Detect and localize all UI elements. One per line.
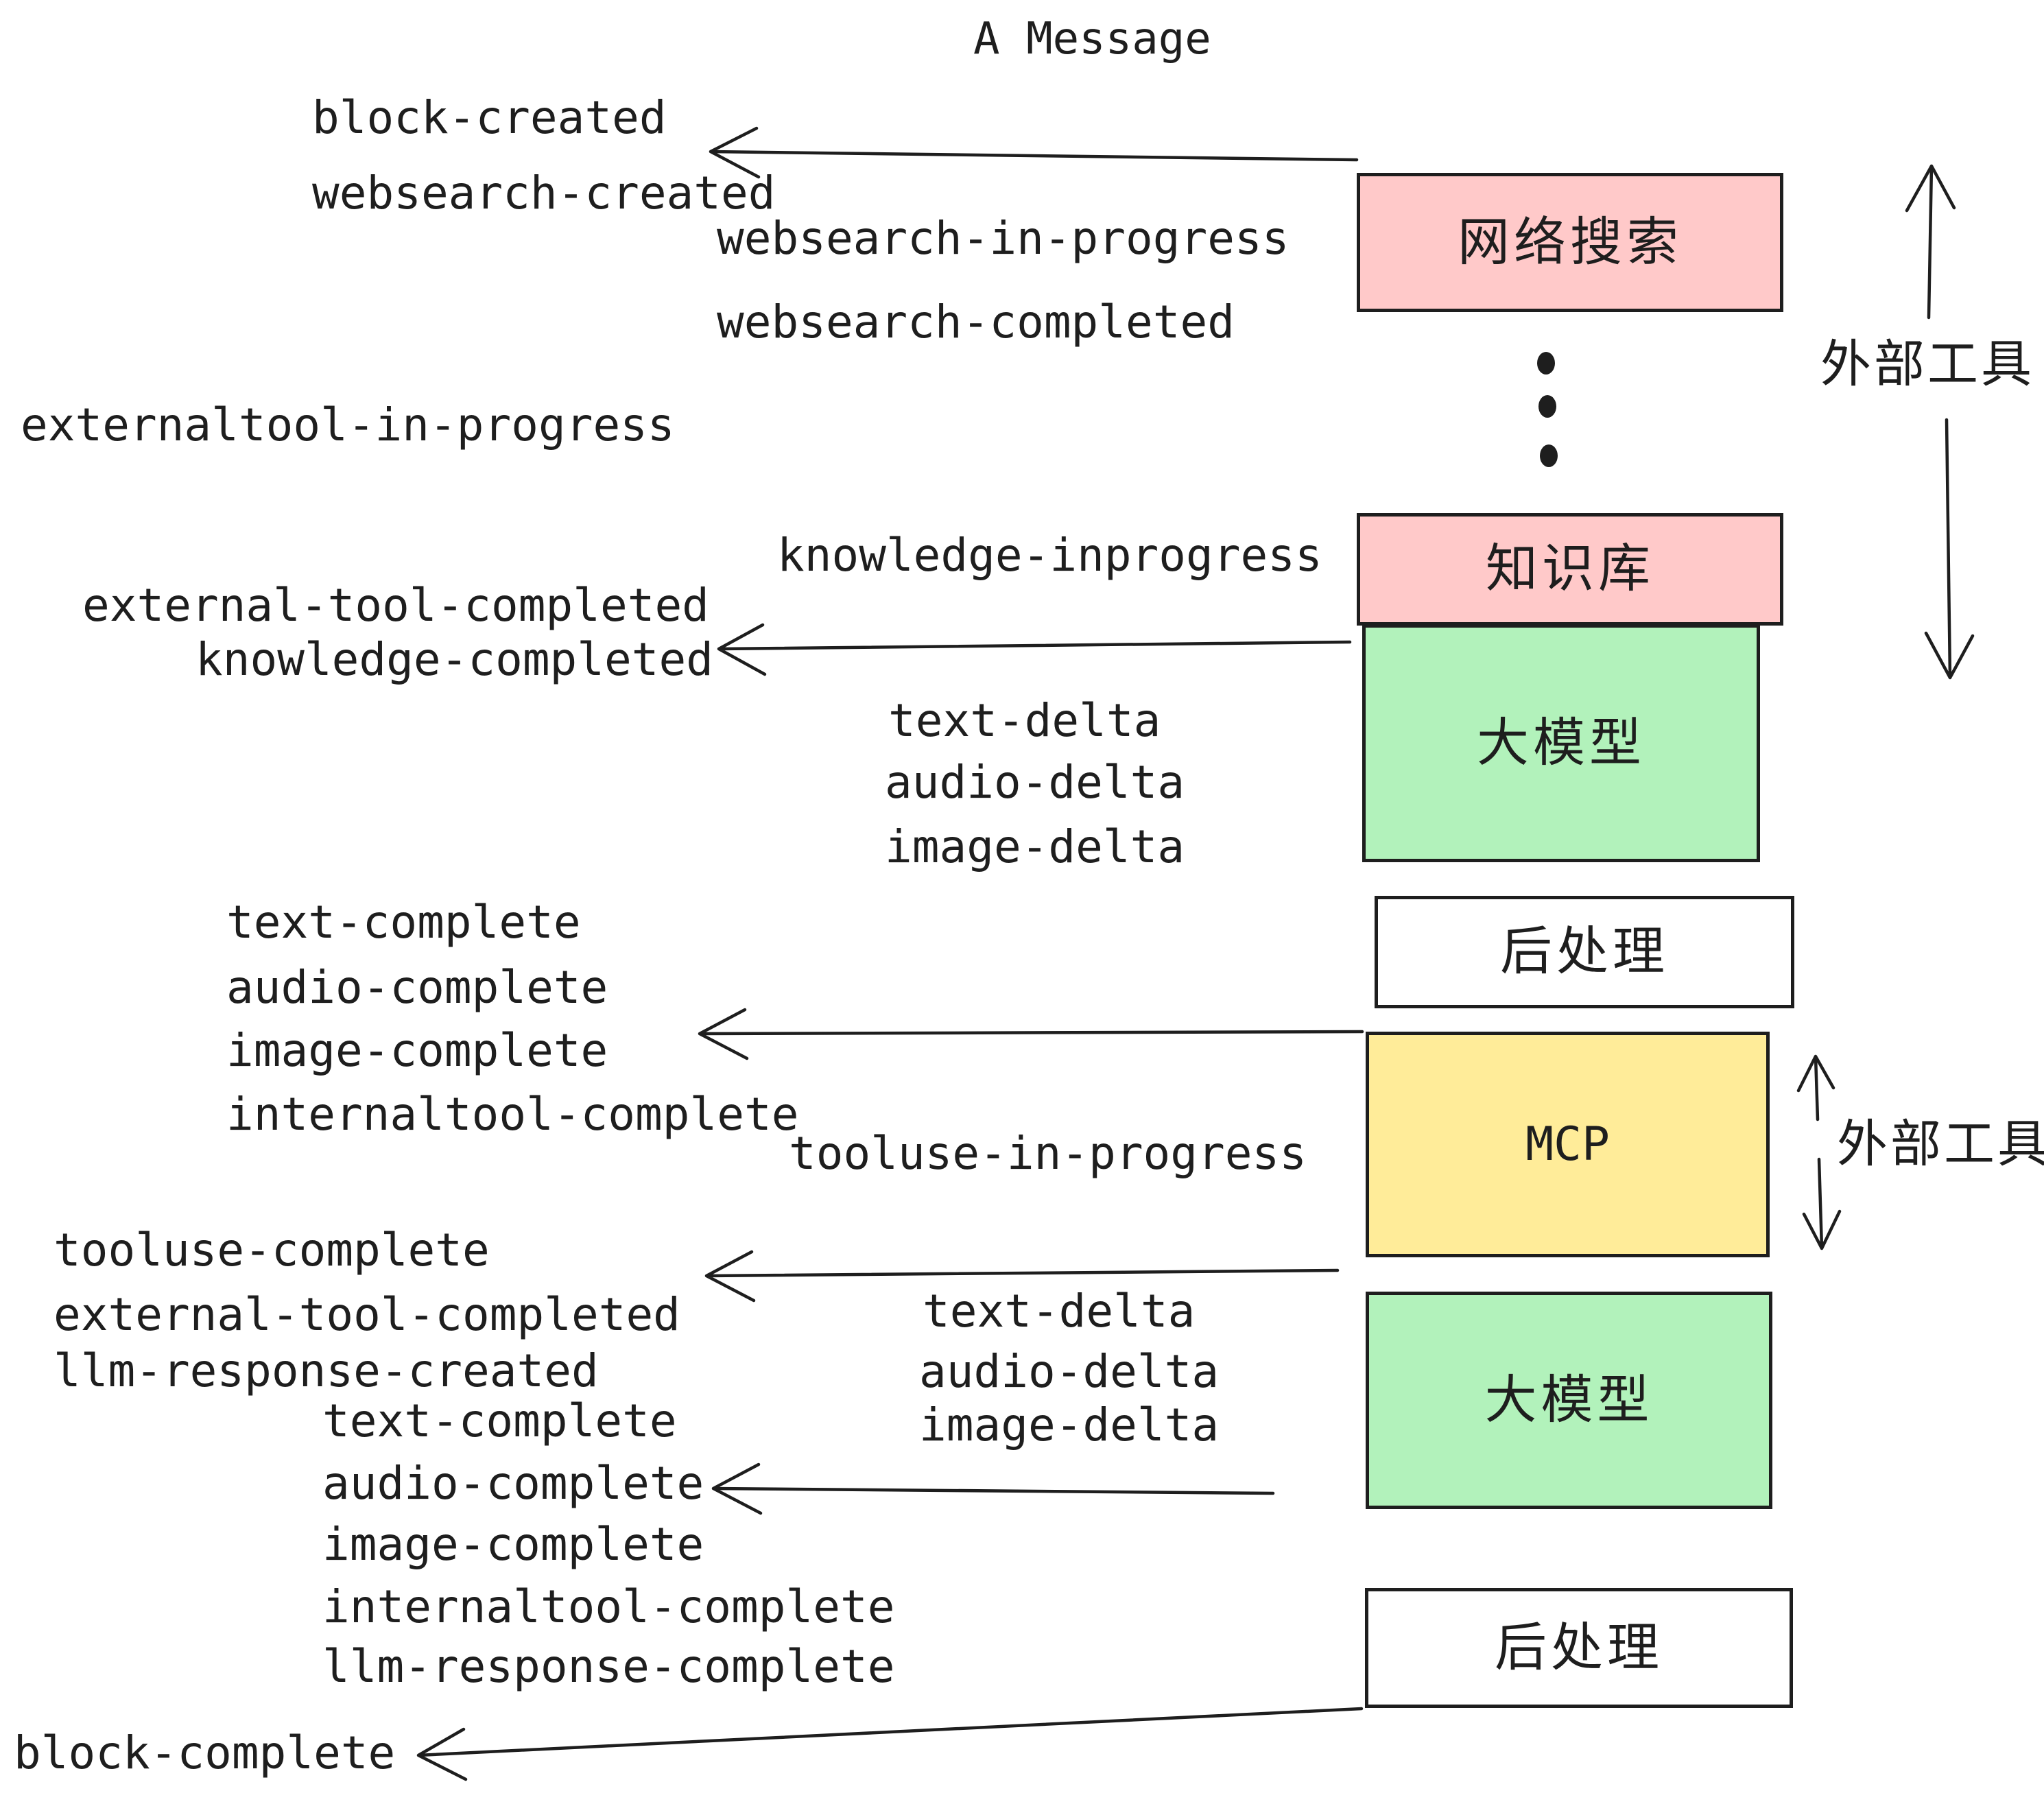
event-label-knowledge-completed: knowledge-completed xyxy=(195,633,713,686)
box-llm-2: 大模型 xyxy=(1366,1292,1772,1509)
box-llm-2-label: 大模型 xyxy=(1484,1370,1654,1429)
box-websearch: 网络搜索 xyxy=(1357,173,1783,312)
event-label-internaltool-complete-2: internaltool-complete xyxy=(322,1580,895,1633)
box-mcp-label: MCP xyxy=(1525,1117,1610,1172)
box-mcp: MCP xyxy=(1366,1032,1770,1257)
box-websearch-label: 网络搜索 xyxy=(1458,213,1683,272)
event-label-image-complete-2: image-complete xyxy=(322,1518,704,1571)
event-label-text-complete-2: text-complete xyxy=(322,1394,677,1447)
event-label-externaltool-in-progress: externaltool-in-progress xyxy=(21,399,675,451)
ellipsis-dot-icon xyxy=(1540,444,1558,467)
box-postprocess-1: 后处理 xyxy=(1375,896,1794,1008)
event-label-audio-complete-2: audio-complete xyxy=(322,1457,704,1510)
event-label-block-complete: block-complete xyxy=(14,1726,396,1779)
event-label-audio-delta-2: audio-delta xyxy=(919,1345,1220,1398)
external-tools-1-arrow-down xyxy=(1924,418,1975,680)
event-label-text-delta-2: text-delta xyxy=(923,1285,1196,1338)
event-label-text-delta-1: text-delta xyxy=(888,694,1161,747)
event-label-audio-delta-1: audio-delta xyxy=(885,756,1185,809)
box-knowledge: 知识库 xyxy=(1357,513,1783,626)
event-label-websearch-created: websearch-created xyxy=(312,167,776,219)
event-label-websearch-completed: websearch-completed xyxy=(717,296,1235,348)
page-title: A Message xyxy=(973,14,1211,64)
external-tools-1-arrow-up xyxy=(1905,164,1956,320)
event-label-image-delta-1: image-delta xyxy=(885,820,1185,873)
box-postprocess-1-label: 后处理 xyxy=(1500,923,1669,981)
event-label-external-tool-completed-1: external-tool-completed xyxy=(82,579,709,632)
ellipsis-dot-icon xyxy=(1538,395,1556,418)
event-label-block-created: block-created xyxy=(312,91,667,144)
event-label-external-tool-completed-2: external-tool-completed xyxy=(54,1288,680,1341)
event-label-image-delta-2: image-delta xyxy=(919,1399,1220,1451)
external-tools-2-arrow-down xyxy=(1802,1157,1842,1250)
annotation-external-tools-1: 外部工具 xyxy=(1820,335,2034,392)
arrow-websearch-to-block-created xyxy=(709,126,1359,179)
arrow-llm2-to-tooluse-complete xyxy=(704,1250,1340,1303)
annotation-external-tools-2: 外部工具 xyxy=(1837,1115,2044,1172)
box-postprocess-2-label: 后处理 xyxy=(1495,1618,1663,1677)
event-label-audio-complete-1: audio-complete xyxy=(226,961,608,1014)
external-tools-2-arrow-up xyxy=(1796,1054,1835,1121)
event-label-internaltool-complete-1: internaltool-complete xyxy=(226,1088,799,1141)
event-label-text-complete-1: text-complete xyxy=(226,896,581,949)
box-postprocess-2: 后处理 xyxy=(1365,1588,1793,1708)
event-label-image-complete-1: image-complete xyxy=(226,1024,608,1077)
event-label-llm-response-complete: llm-response-complete xyxy=(322,1640,895,1693)
event-label-knowledge-inprogress: knowledge-inprogress xyxy=(777,529,1322,582)
box-knowledge-label: 知识库 xyxy=(1486,540,1654,598)
ellipsis-dot-icon xyxy=(1537,352,1555,375)
event-label-tooluse-in-progress: tooluse-in-progress xyxy=(789,1127,1307,1180)
box-llm-1-label: 大模型 xyxy=(1477,713,1645,772)
event-label-websearch-in-progress: websearch-in-progress xyxy=(717,212,1290,265)
arrow-llm1-to-knowledge-completed xyxy=(717,623,1352,676)
arrow-mcp-to-image-complete xyxy=(698,1008,1364,1060)
event-label-tooluse-complete: tooluse-complete xyxy=(54,1224,490,1277)
box-llm-1: 大模型 xyxy=(1362,624,1760,862)
event-label-llm-response-created: llm-response-created xyxy=(54,1344,599,1397)
arrow-post2-to-block-complete xyxy=(416,1707,1364,1781)
arrow-llm2-to-audio-complete xyxy=(711,1462,1275,1515)
